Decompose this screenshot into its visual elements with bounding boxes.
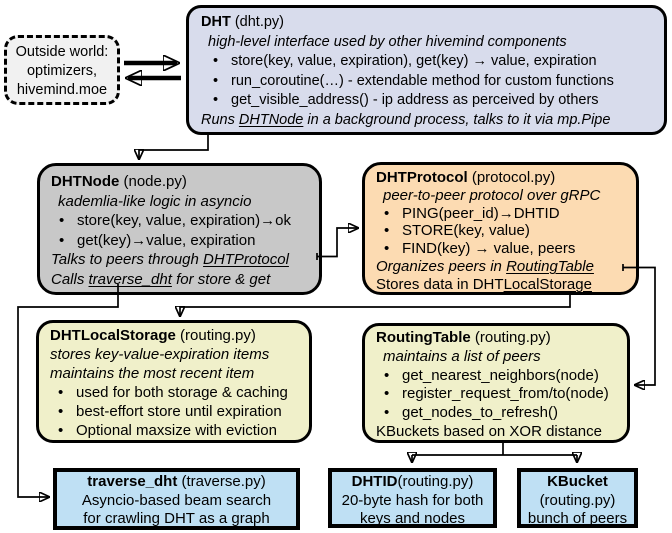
- kbucket-box: KBucket (routing.py) bunch of peers: [517, 468, 638, 528]
- dht-node-box: DHTNode (node.py) kademlia-like logic in…: [37, 163, 322, 295]
- traverse-dht-box-line: for crawling DHT as a graph: [83, 510, 270, 527]
- dht-local-storage-box: DHTLocalStorage (routing.py) stores key-…: [36, 320, 312, 443]
- dht-protocol-bullet: PING(peer_id)→DHTID: [376, 205, 636, 223]
- dht-bullet: get_visible_address() - ip address as pe…: [201, 91, 664, 111]
- dht-local-storage-subtitle: maintains the most recent item: [50, 365, 255, 382]
- dht-local-storage-box-title: DHTLocalStorage (routing.py): [50, 327, 256, 344]
- dht-protocol-box-subtitle: peer-to-peer protocol over gRPC: [383, 186, 601, 204]
- routing-table-box: RoutingTable (routing.py) maintains a li…: [362, 323, 630, 443]
- outside-world-line: optimizers,: [26, 63, 98, 79]
- dht-node-bullet: get(key)→value, expiration: [51, 231, 319, 251]
- routing-table-bullet: get_nodes_to_refresh(): [376, 404, 627, 423]
- routingtable-reference: RoutingTable: [506, 257, 594, 275]
- dht-box: DHT (dht.py) high-level interface used b…: [186, 5, 667, 135]
- dht-protocol-storage-line: Stores data in DHTLocalStorage: [376, 275, 592, 293]
- kbucket-box-title: KBucket: [547, 473, 608, 490]
- dhtprotocol-reference: DHTProtocol: [203, 251, 289, 268]
- dht-protocol-bullet: FIND(key) → value, peers: [376, 240, 636, 258]
- dht-local-storage-bullet: Optional maxsize with eviction: [50, 421, 309, 440]
- dhtid-box-line: 20-byte hash for both: [341, 491, 484, 509]
- dht-node-bullet: store(key, value, expiration)→ok: [51, 211, 319, 231]
- kbucket-box-file: (routing.py): [539, 491, 616, 509]
- outside-world-line: hivemind.moe: [16, 82, 108, 98]
- traverse-dht-box: traverse_dht (traverse.py) Asyncio-based…: [53, 468, 300, 530]
- routing-table-box-footer: KBuckets based on XOR distance: [376, 422, 602, 440]
- dht-bullet: run_coroutine(…) - extendable method for…: [201, 72, 664, 92]
- outside-world-line: Outside world:: [15, 44, 109, 60]
- traverse-dht-box-title: traverse_dht (traverse.py): [87, 473, 266, 490]
- dht-protocol-box-title: DHTProtocol (protocol.py): [376, 169, 556, 186]
- dhtid-box-line: keys and nodes: [359, 510, 466, 527]
- routing-table-bullet: get_nearest_neighbors(node): [376, 367, 627, 386]
- dht-node-protocol-line: Talks to peers through DHTProtocol: [51, 251, 289, 268]
- localstorage-reference: LocalStorage: [503, 275, 592, 293]
- dht-local-storage-bullet: used for both storage & caching: [50, 383, 309, 402]
- dht-local-storage-subtitle: stores key-value-expiration items: [50, 346, 270, 363]
- dhtid-box: DHTID(routing.py) 20-byte hash for both …: [328, 468, 497, 528]
- arrow-dht-to-node: [139, 135, 209, 158]
- dht-protocol-routing-line: Organizes peers in RoutingTable: [376, 257, 594, 275]
- dht-node-traverse-line: Calls traverse_dht for store & get: [51, 270, 271, 288]
- dht-box-footer: Runs DHTNode in a background process, ta…: [201, 111, 611, 128]
- routing-table-box-title: RoutingTable (routing.py): [376, 329, 551, 346]
- dht-bullet: store(key, value, expiration), get(key) …: [201, 52, 664, 72]
- outside-world-box: Outside world: optimizers, hivemind.moe: [4, 35, 120, 105]
- dht-protocol-box: DHTProtocol (protocol.py) peer-to-peer p…: [362, 162, 639, 295]
- dht-box-title: DHT (dht.py): [201, 14, 284, 30]
- routing-table-bullet: register_request_from/to(node): [376, 385, 627, 404]
- traverse-dht-reference: traverse_dht: [88, 270, 172, 288]
- traverse-dht-box-line: Asyncio-based beam search: [81, 491, 272, 509]
- dht-local-storage-bullet: best-effort store until expiration: [50, 402, 309, 421]
- dht-node-box-subtitle: kademlia-like logic in asyncio: [58, 192, 252, 210]
- dht-box-subtitle: high-level interface used by other hivem…: [208, 33, 567, 50]
- routing-table-box-subtitle: maintains a list of peers: [383, 347, 541, 365]
- kbucket-box-line: bunch of peers: [527, 510, 628, 527]
- dhtid-box-title: DHTID(routing.py): [351, 473, 474, 490]
- dht-node-box-title: DHTNode (node.py): [51, 173, 187, 190]
- dht-protocol-bullet: STORE(key, value): [376, 222, 636, 240]
- dhtnode-reference: DHTNode: [238, 111, 304, 128]
- arrow-node-to-protocol: [317, 228, 357, 258]
